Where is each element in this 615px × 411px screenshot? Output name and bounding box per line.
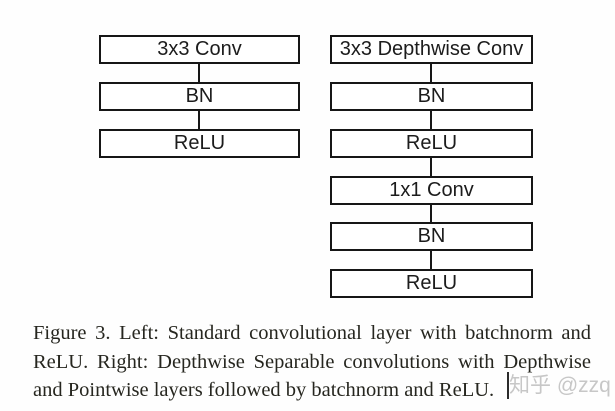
box-bn: BN	[330, 82, 533, 111]
connector-line	[430, 111, 432, 129]
box-relu: ReLU	[99, 129, 300, 158]
box-relu: ReLU	[330, 269, 533, 298]
caption-line: Figure 3. Left: Standard convolutional l…	[33, 322, 591, 344]
connector-line	[198, 111, 200, 129]
caption-line: ReLU. Right: Depthwise Separable convolu…	[33, 350, 591, 373]
box-1x1-conv: 1x1 Conv	[330, 176, 533, 205]
box-relu: ReLU	[330, 129, 533, 158]
connector-line	[430, 64, 432, 82]
connector-line	[430, 251, 432, 269]
connector-line	[198, 64, 200, 82]
figure-caption: Figure 3. Left: Standard convolutional l…	[33, 319, 591, 405]
text-cursor-bar	[507, 372, 509, 399]
box-bn: BN	[99, 82, 300, 111]
connector-line	[430, 205, 432, 223]
caption-line: and Pointwise layers followed by batchno…	[33, 379, 495, 401]
connector-line	[430, 158, 432, 176]
box-3x3-depthwise-conv: 3x3 Depthwise Conv	[330, 35, 533, 64]
box-bn: BN	[330, 222, 533, 251]
box-3x3-conv: 3x3 Conv	[99, 35, 300, 64]
zhihu-watermark: 知乎 @zzq	[509, 374, 611, 397]
